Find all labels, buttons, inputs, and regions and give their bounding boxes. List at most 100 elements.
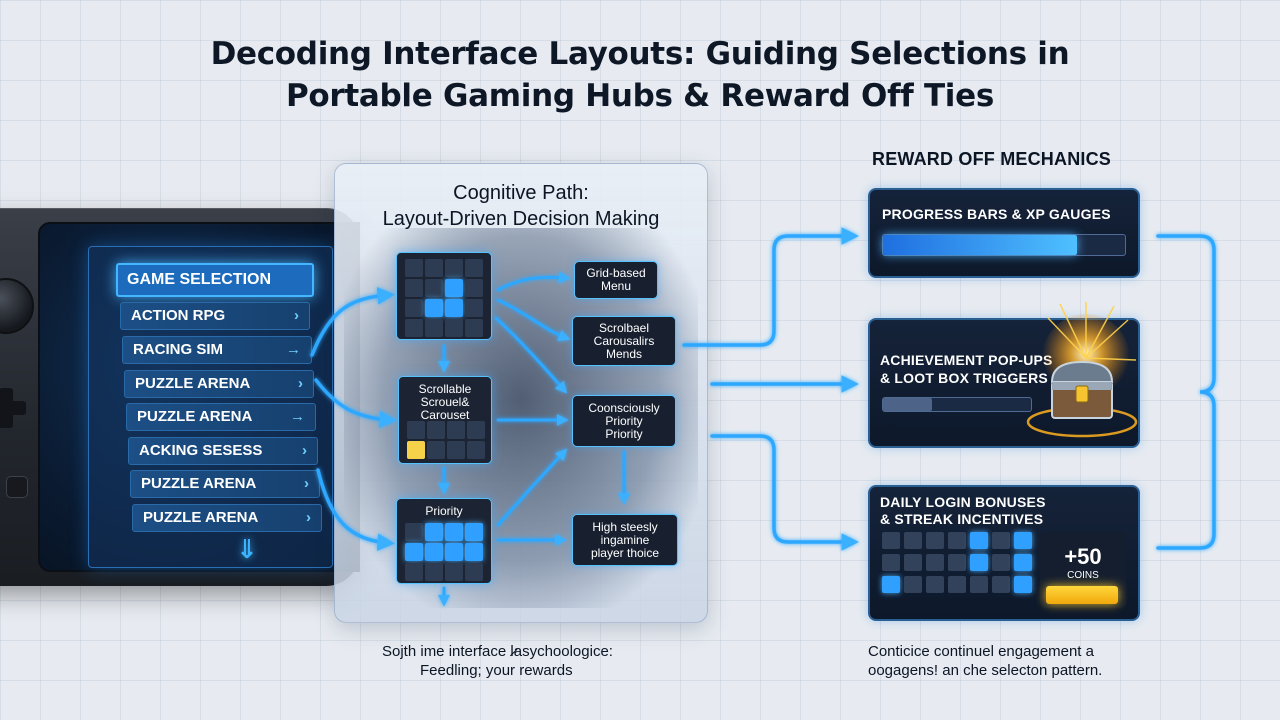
streak-day-cell	[970, 532, 988, 549]
player-choice-node-line-2: ingamine	[600, 532, 650, 547]
arrow-to-daily	[710, 434, 859, 551]
menu-item-label: RACING SIM	[133, 341, 223, 358]
streak-day-cell	[1014, 554, 1032, 571]
grid-cell	[425, 259, 443, 277]
streak-day-cell	[882, 554, 900, 571]
arrow-grid-to-consciously	[494, 316, 568, 394]
grid-cell	[445, 543, 463, 561]
streak-day-cell	[882, 532, 900, 549]
menu-item-label: PUZZLE ARENA	[137, 408, 253, 425]
player-choice-node: High steesly ingamine player thoice	[572, 514, 678, 566]
streak-day-cell	[948, 532, 966, 549]
grid-cell	[405, 543, 423, 561]
player-choice-node-line-1: High steesly	[592, 519, 658, 534]
progress-bars-card	[868, 188, 1140, 278]
daily-login-title-line-1: DAILY LOGIN BONUSES	[880, 494, 1046, 510]
consciously-priority-node-line-3: Priority	[605, 426, 643, 441]
player-choice-node-line-3: player thoice	[590, 545, 660, 560]
xp-progress-bar	[882, 234, 1126, 256]
chevron-right-icon: ›	[298, 375, 303, 392]
grid-cell	[425, 299, 443, 317]
carousel-diagram-label-3: Carouset	[420, 408, 470, 422]
arrow-right-icon: →	[290, 408, 305, 425]
consciously-priority-node-line-2: Priority	[605, 413, 643, 428]
consciously-priority-node-line-1: Coonsciously	[588, 400, 660, 415]
grid-menu-node-line-1: Grid-based	[586, 266, 646, 280]
streak-day-cell	[992, 576, 1010, 593]
menu-item[interactable]: PUZZLE ARENA ›	[132, 504, 322, 532]
grid-cell	[465, 563, 483, 581]
menu-item[interactable]: PUZZLE ARENA →	[126, 403, 316, 431]
arrow-grid-to-menu	[496, 271, 571, 292]
grid-menu-diagram	[396, 252, 492, 340]
grid-cell	[465, 279, 483, 297]
streak-day-cell	[882, 576, 900, 593]
carousel-diagram-label-1: Scrollable	[418, 382, 472, 396]
grid-cell	[447, 421, 465, 439]
streak-day-cell	[904, 554, 922, 571]
carousel-menus-node-line-1: Scrolbael	[598, 320, 650, 335]
cognitive-caption-line-1: Sojth ime interface l̷asychoologice:	[382, 643, 613, 660]
menu-item[interactable]: PUZZLE ARENA ›	[130, 470, 320, 498]
grid-cell	[405, 563, 423, 581]
treasure-chest-icon	[1026, 302, 1138, 438]
streak-day-cell	[970, 576, 988, 593]
reward-caption-line-2: oogagens! an che selecton pattern.	[868, 662, 1103, 679]
achievement-progress-fill	[883, 398, 932, 411]
arrow-priority-to-consciously	[496, 448, 568, 527]
page-title-line-2: Portable Gaming Hubs & Reward Off Ties	[286, 78, 994, 114]
chevron-right-icon: ›	[294, 307, 299, 324]
arrow-grid-to-carousel	[496, 298, 571, 342]
menu-item-label: ACTION RPG	[131, 307, 226, 324]
streak-day-cell	[1014, 576, 1032, 593]
grid-cell	[445, 563, 463, 581]
streak-day-cell	[926, 554, 944, 571]
grid-cell	[425, 319, 443, 337]
achievement-progress-bar	[882, 397, 1032, 412]
streak-day-cell	[970, 554, 988, 571]
carousel-diagram-label-2: Scrouel&	[420, 395, 470, 409]
grid-cell	[445, 523, 463, 541]
menu-item-label: PUZZLE ARENA	[143, 509, 259, 526]
arrow-to-progress	[682, 227, 859, 347]
priority-diagram: Priority	[396, 498, 492, 584]
grid-menu-node-line-2: Menu	[600, 279, 632, 293]
grid-cell	[465, 319, 483, 337]
consciously-priority-node: Coonsciously Priority Priority	[572, 395, 676, 447]
achievement-title-line-1: ACHIEVEMENT POP-UPS	[880, 352, 1053, 368]
claim-coins-button[interactable]	[1046, 586, 1118, 604]
grid-cell	[405, 299, 423, 317]
grid-cell	[467, 441, 485, 459]
streak-day-cell	[904, 532, 922, 549]
dpad-icon	[0, 388, 26, 428]
carousel-menus-node-line-2: Carousalirs	[593, 333, 655, 348]
reward-caption-line-1: Conticice continuel engagement a	[868, 643, 1094, 660]
arrow-device-to-carousel	[314, 378, 397, 429]
daily-login-title-line-2: & STREAK INCENTIVES	[880, 511, 1044, 527]
reward-heading: REWARD OFF MECHANICS	[872, 149, 1111, 169]
menu-item[interactable]: ACTION RPG ›	[120, 302, 310, 330]
grid-cell	[427, 421, 445, 439]
streak-day-cell	[992, 532, 1010, 549]
progress-bars-title: PROGRESS BARS & XP GAUGES	[882, 206, 1111, 222]
select-button-icon	[6, 476, 28, 498]
menu-item[interactable]: PUZZLE ARENA ›	[124, 370, 314, 398]
menu-item[interactable]: RACING SIM →	[122, 336, 312, 364]
streak-day-cell	[948, 554, 966, 571]
grid-cell	[407, 421, 425, 439]
grid-cell	[425, 523, 443, 541]
menu-item-label: PUZZLE ARENA	[141, 475, 257, 492]
arrow-right-icon: →	[286, 341, 301, 358]
grid-cell	[405, 279, 423, 297]
chevron-right-icon: ›	[304, 475, 309, 492]
grid-cell	[445, 299, 463, 317]
menu-header: GAME SELECTION	[116, 263, 314, 297]
arrow-down-icon[interactable]: ⇓	[236, 534, 258, 564]
streak-day-cell	[1014, 532, 1032, 549]
grid-cell	[427, 441, 445, 459]
grid-cell	[447, 441, 465, 459]
menu-item[interactable]: ACKING SESESS ›	[128, 437, 318, 465]
grid-cell	[425, 543, 443, 561]
grid-cell	[445, 259, 463, 277]
grid-cell	[465, 543, 483, 561]
